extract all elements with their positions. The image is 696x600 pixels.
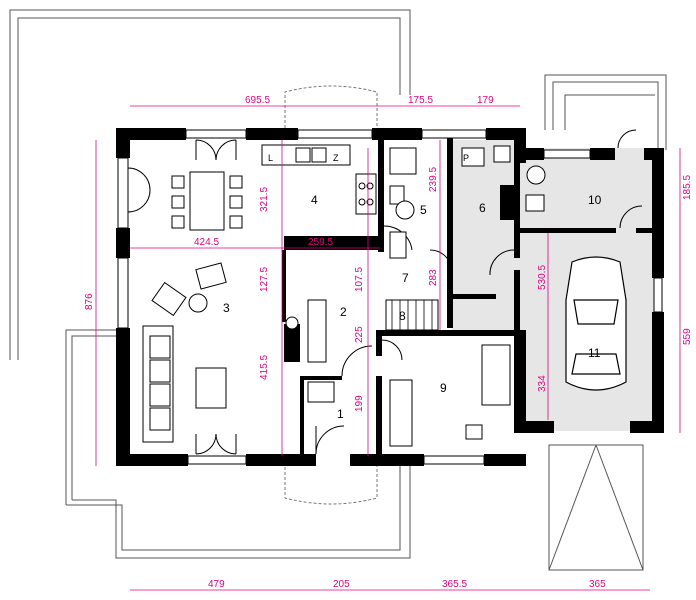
windows — [117, 129, 663, 465]
kitchen-fixtures — [261, 144, 377, 215]
fixture-label-l: L — [268, 153, 273, 163]
service-fixtures — [285, 145, 546, 447]
fixture-label-z: Z — [333, 153, 339, 163]
dimension-top-1: 695.5 — [245, 95, 270, 106]
room-10-label: 10 — [588, 193, 602, 207]
room-7-label: 7 — [402, 271, 409, 285]
dimension-bottom-3: 365.5 — [442, 579, 467, 590]
dimension-inner-283: 283 — [428, 269, 439, 286]
room-5-label: 5 — [420, 203, 427, 217]
dimension-inner-1075: 107.5 — [354, 267, 365, 292]
room-4-label: 4 — [311, 193, 318, 207]
dimension-lines — [95, 105, 681, 591]
dimension-inner-225: 225 — [354, 326, 365, 343]
bay-bottom — [284, 462, 378, 505]
dimension-inner-2395: 239.5 — [428, 167, 439, 192]
room-8-label: 8 — [399, 309, 406, 323]
dimension-bottom-1: 479 — [208, 579, 225, 590]
exterior-walls — [116, 128, 664, 466]
dimension-inner-3215: 321.5 — [259, 187, 270, 212]
dimension-inner-4155: 415.5 — [259, 355, 270, 380]
dimension-inner-2595: 259.5 — [308, 237, 333, 248]
fixture-label-p: P — [463, 153, 469, 163]
room-6-label: 6 — [479, 201, 486, 215]
room-9-label: 9 — [440, 381, 447, 395]
dimension-top-2: 175.5 — [408, 95, 433, 106]
dimension-left: 876 — [84, 293, 95, 310]
interior-walls — [282, 138, 652, 466]
terrace-top — [9, 9, 411, 360]
terrace-bottom — [65, 329, 411, 559]
dimension-right-1: 185.5 — [682, 175, 693, 200]
dimension-inner-4245: 424.5 — [194, 237, 219, 248]
dimension-inner-1275: 127.5 — [259, 267, 270, 292]
staircase — [391, 300, 433, 330]
driveway — [548, 444, 644, 571]
dimension-top-3: 179 — [477, 95, 494, 106]
bay-top — [284, 85, 378, 128]
dimension-bottom-2: 205 — [333, 579, 350, 590]
dimension-inner-334: 334 — [537, 375, 548, 392]
garage-pergola — [544, 74, 667, 150]
room-2-label: 2 — [340, 305, 347, 319]
dimension-inner-5305: 530.5 — [537, 265, 548, 290]
dimension-bottom-4: 365 — [589, 579, 606, 590]
room-3-label: 3 — [223, 301, 230, 315]
room-11-label: 11 — [588, 346, 601, 360]
room-1-label: 1 — [337, 407, 344, 421]
living-furniture — [142, 171, 243, 443]
dimension-right-2: 559 — [682, 328, 693, 345]
car-icon — [565, 256, 627, 391]
dimension-inner-199: 199 — [354, 395, 365, 412]
